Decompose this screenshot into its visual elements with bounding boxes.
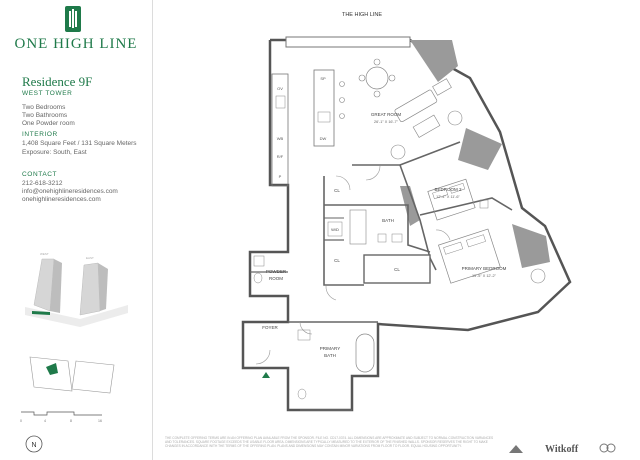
svg-text:0: 0 bbox=[20, 419, 22, 423]
closet-label-2: CL bbox=[334, 258, 340, 263]
developer-logo-mountain-icon bbox=[509, 445, 523, 453]
great-room-dims: 26'-1" X 16'-7" bbox=[374, 120, 399, 124]
feature-powder: One Powder room bbox=[22, 120, 75, 127]
svg-text:N: N bbox=[31, 442, 36, 449]
info-panel: ONE HIGH LINE Residence 9F WEST TOWER Tw… bbox=[0, 0, 153, 460]
feature-bedrooms: Two Bedrooms bbox=[22, 104, 66, 111]
appliance-sp: SP bbox=[320, 76, 326, 81]
appliance-p: P bbox=[279, 174, 282, 179]
floor-plan: THE HIGH LINE OV WB R/F P SP DW bbox=[241, 12, 572, 412]
developer-logo-witkoff: Witkoff bbox=[545, 444, 579, 455]
building-render: WEST EAST bbox=[25, 252, 128, 327]
primary-bedroom-dims: 15'-5" X 12'-2" bbox=[472, 274, 497, 278]
interior-label: INTERIOR bbox=[22, 131, 58, 138]
appliance-dw: DW bbox=[320, 136, 327, 141]
primary-bedroom-label: PRIMARY BEDROOM bbox=[462, 266, 507, 271]
great-room-label: GREAT ROOM bbox=[371, 112, 402, 117]
residence-title: Residence 9F bbox=[22, 74, 93, 89]
appliance-rf: R/F bbox=[277, 154, 284, 159]
closet-label-3: CL bbox=[394, 267, 400, 272]
contact-label: CONTACT bbox=[22, 171, 58, 178]
developer-logo-circles-icon bbox=[599, 443, 616, 453]
residence-tower: WEST TOWER bbox=[22, 90, 73, 97]
residence-exposure: Exposure: South, East bbox=[22, 149, 87, 156]
appliance-wb: WB bbox=[277, 136, 284, 141]
washer-dryer-label: W/D bbox=[331, 227, 339, 232]
foyer-label: FOYER bbox=[262, 325, 278, 330]
powder-room-label-2: ROOM bbox=[269, 276, 283, 281]
brand-logo-icon bbox=[65, 6, 81, 32]
tower-label-east: EAST bbox=[86, 256, 94, 260]
bedroom-2-dims: 12'-4" X 11'-6" bbox=[436, 195, 460, 199]
residence-size: 1,408 Square Feet / 131 Square Meters bbox=[22, 140, 137, 147]
svg-text:4: 4 bbox=[44, 419, 46, 423]
feature-bathrooms: Two Bathrooms bbox=[22, 112, 68, 119]
bath-label: BATH bbox=[382, 218, 394, 223]
entry-marker-icon bbox=[262, 372, 270, 378]
site-keyplan bbox=[29, 356, 115, 394]
scale-bar: 0 4 8 16 bbox=[20, 411, 102, 423]
legal-disclaimer: THE COMPLETE OFFERING TERMS ARE IN AN OF… bbox=[165, 436, 494, 449]
primary-bath-label-2: BATH bbox=[324, 353, 336, 358]
primary-bath-label-1: PRIMARY bbox=[320, 346, 340, 351]
powder-room-label-1: POWDER bbox=[266, 269, 287, 274]
bedroom-2-label: BEDROOM 2 bbox=[434, 187, 462, 192]
svg-text:16: 16 bbox=[98, 419, 102, 423]
contact-email[interactable]: info@onehighlineresidences.com bbox=[22, 188, 118, 195]
closet-label-1: CL bbox=[334, 188, 340, 193]
north-compass-icon: N bbox=[25, 435, 43, 453]
contact-phone[interactable]: 212-618-3212 bbox=[22, 180, 63, 187]
street-label: THE HIGH LINE bbox=[342, 12, 382, 18]
brand-name: ONE HIGH LINE bbox=[14, 36, 138, 52]
svg-text:8: 8 bbox=[70, 419, 72, 423]
tower-label-west: WEST bbox=[40, 252, 49, 256]
contact-website[interactable]: onehighlineresidences.com bbox=[22, 196, 101, 203]
appliance-ov: OV bbox=[277, 86, 283, 91]
